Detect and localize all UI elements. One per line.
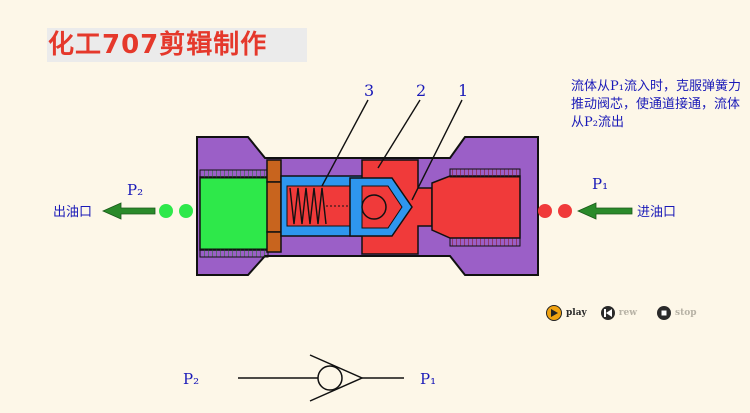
play-label: play	[566, 308, 587, 318]
play-button[interactable]: play	[546, 305, 587, 321]
symbol-label-p2: P₂	[183, 370, 199, 388]
inlet-flow-dot	[538, 204, 552, 218]
stop-button[interactable]: stop	[657, 306, 697, 320]
description-text: 流体从P₁流入时，克服弹簧力推动阀芯，使通道接通，流体从P₂流出	[571, 79, 741, 130]
inlet-flow-dot	[558, 204, 572, 218]
inlet-thread-bottom	[449, 237, 521, 247]
page-title: 化工707剪辑制作	[48, 30, 268, 60]
spring-coil	[289, 187, 327, 225]
leader-line-2	[377, 99, 421, 169]
outlet-thread-top	[199, 169, 269, 179]
rewind-icon	[600, 306, 615, 320]
nut-middle	[266, 181, 282, 233]
playback-controls: play rew stop	[546, 304, 697, 322]
rewind-button[interactable]: rew	[600, 306, 637, 320]
outlet-flow-dot	[179, 204, 193, 218]
rewind-label: rew	[618, 308, 637, 318]
outlet-flow-dot	[159, 204, 173, 218]
symbol-label-p1: P₁	[420, 370, 436, 388]
part-label-1: 1	[458, 81, 468, 100]
inlet-arrow	[577, 202, 633, 220]
part-label-3: 3	[364, 81, 374, 100]
outlet-label: 出油口	[53, 205, 92, 220]
stop-label: stop	[675, 308, 697, 318]
inlet-port	[431, 175, 521, 239]
port-label-p2: P₂	[127, 181, 143, 199]
nut-top	[266, 159, 282, 183]
spool-ball	[361, 194, 387, 220]
leader-line-3	[321, 99, 369, 187]
nut-bottom	[266, 231, 282, 253]
outlet-arrow	[102, 202, 156, 220]
port-label-p1: P₁	[592, 175, 608, 193]
title-background	[47, 28, 307, 62]
play-icon	[546, 305, 562, 321]
outlet-thread-bottom	[199, 248, 269, 258]
symbol-ball	[317, 365, 343, 391]
outlet-port	[199, 176, 269, 251]
leader-line-1	[411, 99, 463, 201]
inlet-label: 进油口	[637, 205, 676, 220]
stop-icon	[657, 306, 671, 320]
part-label-2: 2	[416, 81, 426, 100]
inlet-thread-top	[449, 168, 521, 178]
